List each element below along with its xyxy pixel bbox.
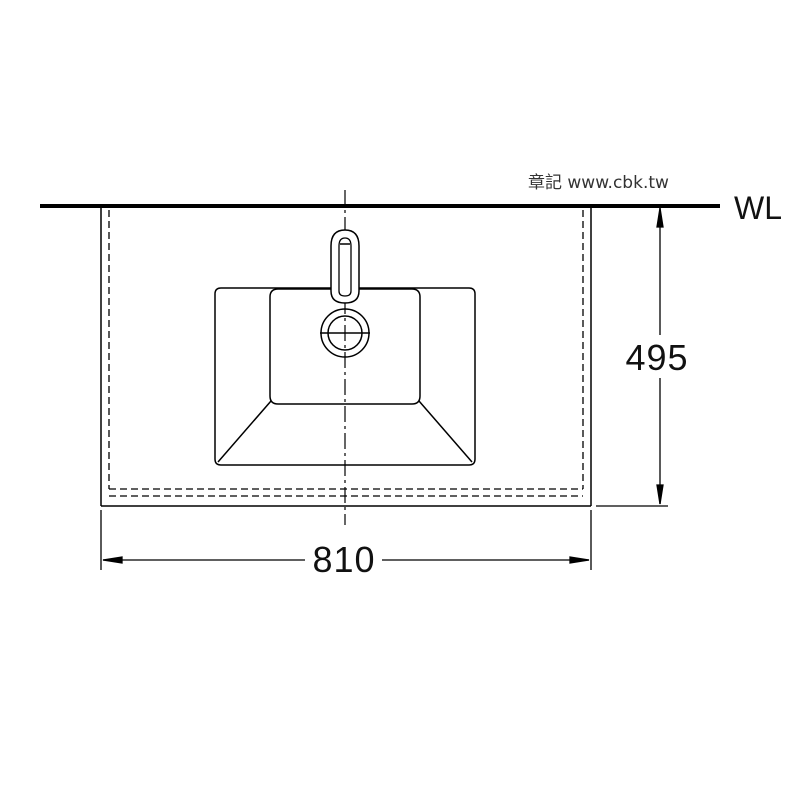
depth-dimension — [596, 207, 668, 507]
width-dimension-label: 810 — [312, 539, 375, 580]
width-dimension — [100, 510, 592, 570]
basin-slope-lines — [217, 400, 473, 463]
drain-icon — [320, 308, 370, 358]
depth-dimension-label: 495 — [625, 337, 688, 378]
wall-line-label: WL — [734, 190, 782, 226]
watermark-text: 章記 www.cbk.tw — [528, 173, 669, 193]
cabinet-outline — [100, 206, 592, 507]
cabinet-hidden-lines — [108, 210, 584, 497]
basin-outer-rim — [214, 287, 476, 466]
basin-inner-bowl — [269, 288, 421, 405]
faucet-icon — [330, 229, 360, 304]
